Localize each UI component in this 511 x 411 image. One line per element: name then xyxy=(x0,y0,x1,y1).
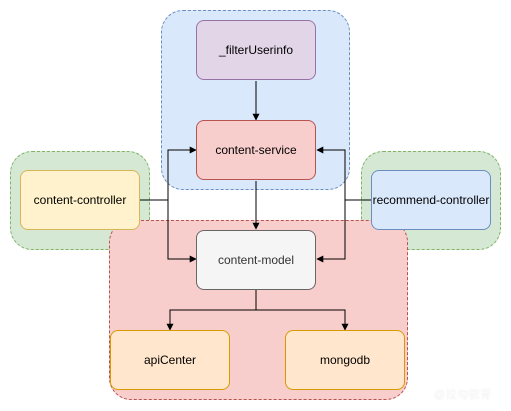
content-controller-label: content-controller xyxy=(33,193,127,207)
filter-userinfo-label: _filterUserinfo xyxy=(218,43,294,57)
apicenter-label: apiCenter xyxy=(143,353,197,367)
edge-model-to-mongodb xyxy=(256,309,349,331)
recommend-controller-node[interactable]: recommend-controller xyxy=(371,170,491,230)
content-model-label: content-model xyxy=(217,253,295,267)
content-controller-node[interactable]: content-controller xyxy=(20,170,140,230)
edge-content-controller-to-model xyxy=(167,200,197,263)
edge-recommend-controller-to-model xyxy=(316,200,346,263)
content-service-node[interactable]: content-service xyxy=(196,120,316,180)
edge-model-to-apicenter xyxy=(166,290,257,331)
content-service-label: content-service xyxy=(215,143,297,157)
content-model-node[interactable]: content-model xyxy=(196,230,316,290)
edge-recommend-controller-to-service xyxy=(316,146,371,201)
filter-userinfo-node[interactable]: _filterUserinfo xyxy=(196,20,316,80)
apicenter-node[interactable]: apiCenter xyxy=(110,330,230,390)
recommend-controller-label: recommend-controller xyxy=(372,193,490,207)
edge-content-controller-to-service xyxy=(139,146,197,201)
watermark: @拉勾教育 xyxy=(434,389,492,401)
mongodb-label: mongodb xyxy=(319,353,371,367)
mongodb-node[interactable]: mongodb xyxy=(285,330,405,390)
